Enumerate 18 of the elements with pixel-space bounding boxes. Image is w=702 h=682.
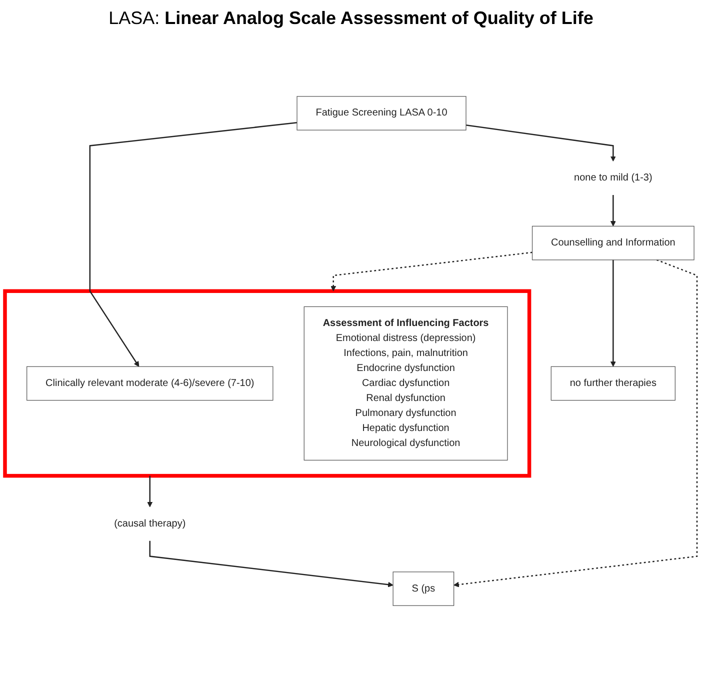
arrow [147,476,153,508]
node-box: Clinically relevant moderate (4-6)/severe (7-10) [26,366,274,401]
arrow [149,540,394,588]
arrow [454,259,698,588]
arrow [610,195,616,226]
node-box: Assessment of Influencing Factors Emotional distress (depression) Infections, pain, malnutrition Endocrine dysfunction Cardiac dysfunction Renal dysfunction Pulmonary dysfunction Hepatic dysfunction Neurological dysfunction [304,306,508,461]
title: LASA: Linear Analog Scale Assessment of Quality of Life [108,7,594,30]
arrow [610,260,616,367]
node-box: no further therapies [550,366,676,401]
arrow [330,252,532,292]
node-box: Fatigue Screening LASA 0-10 [296,96,466,130]
node-box: Counselling and Information [532,226,694,260]
node-text: (causal therapy) [114,518,186,529]
cluster [3,289,532,478]
arrow [89,122,298,367]
arrow [466,124,616,162]
node-box: S (ps [392,572,454,606]
node-text: none to mild (1-3) [574,172,652,184]
